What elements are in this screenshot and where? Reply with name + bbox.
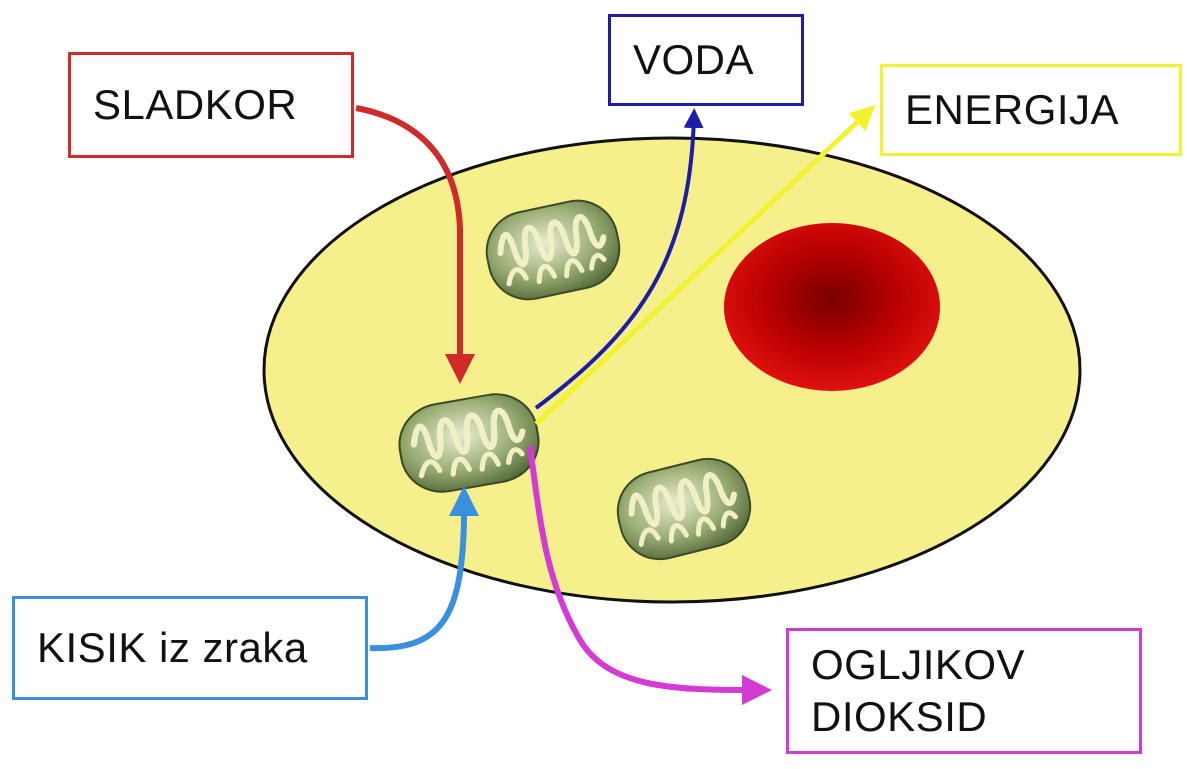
sugar-label: SLADKOR xyxy=(93,80,298,128)
water-arrow xyxy=(534,108,704,410)
co2-label-line2: DIOKSID xyxy=(811,693,988,740)
oxygen-arrow xyxy=(369,486,479,652)
cell-nucleus xyxy=(724,223,940,391)
oxygen-label-box: KISIK iz zraka xyxy=(12,596,368,700)
energy-label-box: ENERGIJA xyxy=(880,64,1182,156)
sugar-label-box: SLADKOR xyxy=(68,52,354,158)
water-label-box: VODA xyxy=(608,14,804,106)
oxygen-label: KISIK iz zraka xyxy=(37,623,308,671)
sugar-arrow xyxy=(355,105,475,384)
energy-arrow xyxy=(534,105,876,426)
energy-label: ENERGIJA xyxy=(905,85,1120,133)
water-label: VODA xyxy=(633,35,755,83)
co2-arrow xyxy=(527,445,772,705)
co2-label-box: OGLJIKOV DIOKSID xyxy=(786,628,1142,754)
co2-label-line1: OGLJIKOV xyxy=(811,640,1026,688)
